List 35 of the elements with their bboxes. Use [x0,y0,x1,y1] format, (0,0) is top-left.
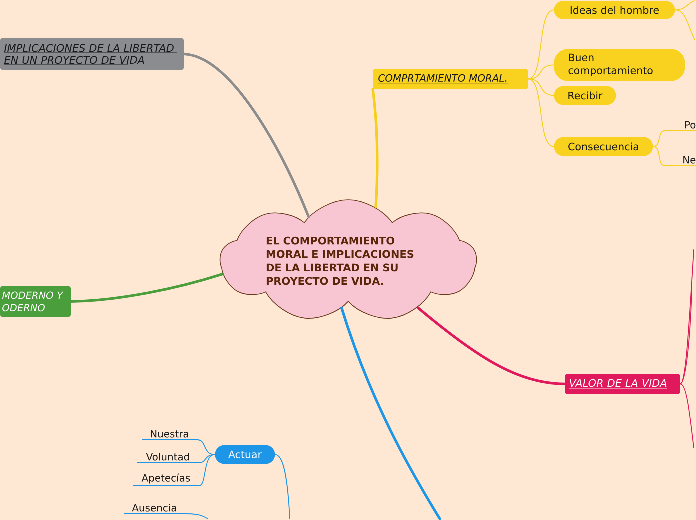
branch-line [680,290,692,385]
topic-box: Buen comportamiento [554,49,686,82]
branch-line [680,384,694,448]
branch-line [416,306,566,386]
branch-line [528,78,554,96]
branch-line [674,0,696,11]
branch-line [70,272,224,303]
branch-line [652,130,666,148]
branch-line [652,146,666,166]
topic-box: COMPRTAMIENTO MORAL. [373,69,528,90]
branch-line [196,440,216,456]
topic-box: Actuar [215,445,276,464]
underlined-label: Ne [664,156,696,166]
topic-box: IMPLICACIONES DE LA LIBERTAD EN UN PROYECTO DE VIDA [0,38,184,70]
underlined-label: Nuestra [142,430,198,440]
branch-line [184,514,208,520]
topic-box: VALOR DE LA VIDA [565,374,680,394]
branch-line [674,10,696,40]
branch-line [372,88,379,208]
topic-box: Ideas del hombre [554,1,676,20]
branch-line [680,250,694,385]
branch-line [198,454,216,464]
topic-box: MODERNO Y ODERNO [0,286,72,318]
topic-box: Recibir [554,86,616,106]
topic-cloud: EL COMPORTAMIENTO MORAL E IMPLICACIONES DE LA LIBERTAD EN SU PROYECTO DE VIDA. [220,200,478,319]
branch-line [528,64,554,80]
underlined-label: Ausencia [124,504,186,514]
underlined-label: Apetecías [132,474,200,486]
underlined-label: Po [664,121,696,132]
branch-line [198,454,216,486]
underlined-label: Voluntad [136,453,200,464]
branch-line [274,454,290,520]
branch-line [528,78,554,148]
topic-box: Consecuencia [554,137,654,156]
branch-line [528,10,554,80]
